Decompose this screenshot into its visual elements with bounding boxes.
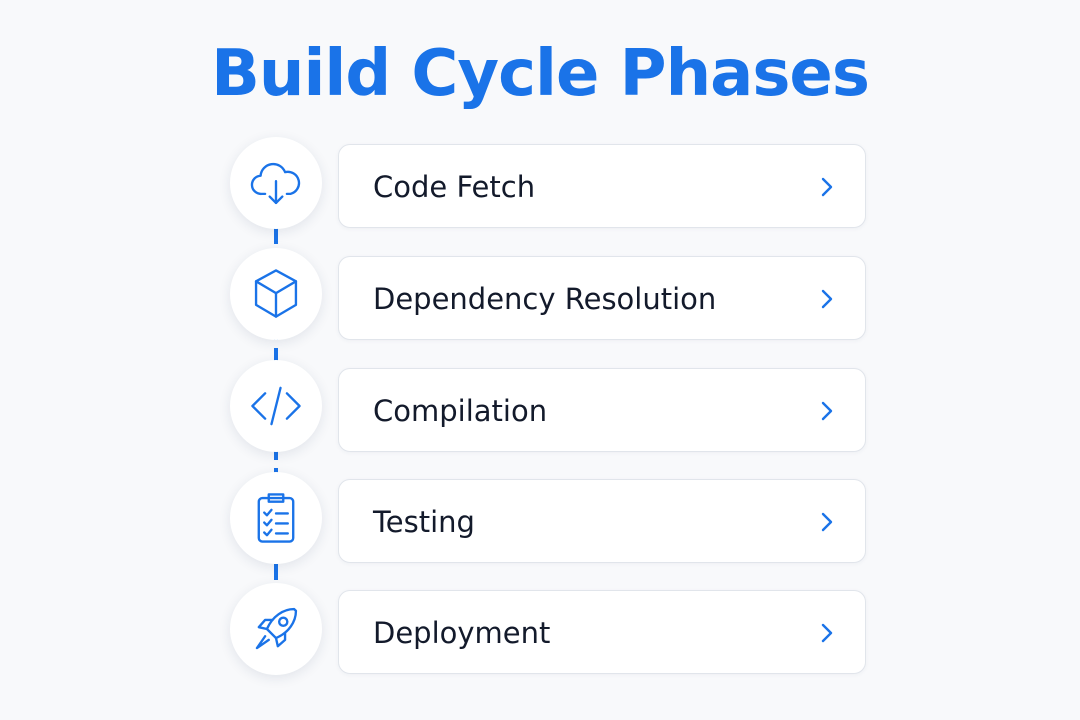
package-box-icon [254, 269, 298, 318]
chevron-right-icon [815, 509, 839, 535]
cloud-download-icon [250, 162, 301, 205]
page-title: Build Cycle Phases [211, 37, 870, 111]
step-card-compilation[interactable]: Compilation [338, 368, 866, 452]
step-label: Compilation [373, 394, 548, 428]
chevron-right-icon [815, 286, 839, 312]
step-icon-circle-compilation [230, 360, 322, 452]
code-brackets-icon [251, 386, 301, 426]
step-icon-circle-dependency-resolution [230, 248, 322, 340]
step-label: Testing [373, 505, 475, 539]
step-icon-circle-deployment [230, 583, 322, 675]
step-card-code-fetch[interactable]: Code Fetch [338, 144, 866, 228]
step-label: Deployment [373, 616, 551, 650]
clipboard-checklist-icon [257, 493, 295, 543]
rocket-icon [255, 607, 298, 650]
step-card-deployment[interactable]: Deployment [338, 590, 866, 674]
step-card-dependency-resolution[interactable]: Dependency Resolution [338, 256, 866, 340]
step-card-testing[interactable]: Testing [338, 479, 866, 563]
chevron-right-icon [815, 620, 839, 646]
step-label: Dependency Resolution [373, 282, 717, 316]
step-icon-circle-code-fetch [230, 137, 322, 229]
chevron-right-icon [815, 398, 839, 424]
step-label: Code Fetch [373, 170, 536, 204]
step-icon-circle-testing [230, 472, 322, 564]
chevron-right-icon [815, 174, 839, 200]
